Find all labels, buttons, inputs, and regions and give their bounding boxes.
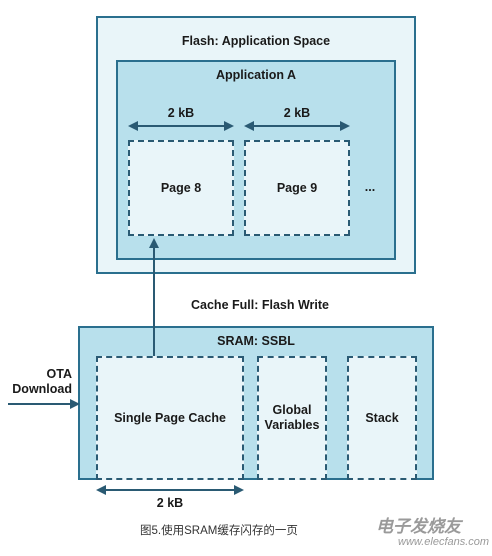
global-variables-block: Global Variables [257, 356, 327, 480]
more-pages-ellipsis: ... [364, 180, 376, 194]
flash-title: Flash: Application Space [181, 34, 331, 48]
cache-size-label: 2 kB [156, 496, 184, 510]
cache-full-flash-write-label: Cache Full: Flash Write [191, 298, 329, 312]
single-page-cache-block: Single Page Cache [96, 356, 244, 480]
page-8-size-label: 2 kB [167, 106, 195, 120]
page-9-size-label: 2 kB [283, 106, 311, 120]
page-9-block: Page 9 [244, 140, 350, 236]
sram-title: SRAM: SSBL [217, 334, 295, 348]
page-8-block: Page 8 [128, 140, 234, 236]
ota-download-label: OTA Download [12, 367, 72, 396]
watermark-logo: 电子发烧友 [376, 517, 461, 536]
stack-block: Stack [347, 356, 417, 480]
application-a-title: Application A [215, 68, 297, 82]
watermark-url: www.elecfans.com [398, 536, 490, 548]
figure-caption: 图5.使用SRAM缓存闪存的一页 [140, 525, 298, 537]
